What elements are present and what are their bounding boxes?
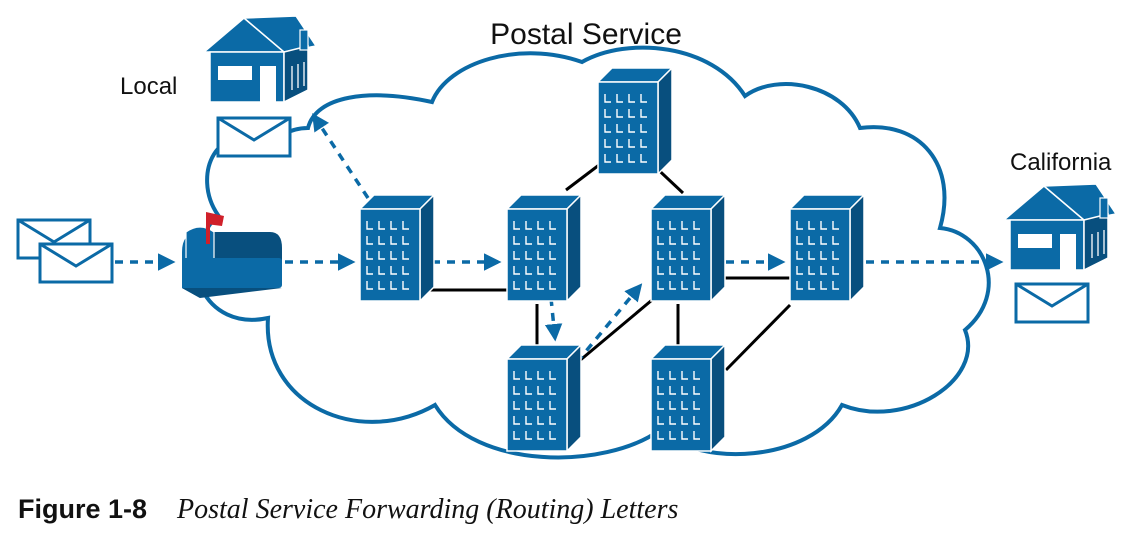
mailbox-icon: [182, 212, 282, 298]
building-icon: [506, 194, 582, 302]
house-icon: [1003, 183, 1117, 271]
diagram-title: Postal Service: [490, 18, 682, 51]
building-icon: [650, 194, 726, 302]
house-icon: [203, 15, 317, 103]
envelope-icon: [1014, 282, 1090, 324]
building-icon: [789, 194, 865, 302]
label-california: California: [1010, 149, 1112, 176]
label-local: Local: [120, 73, 177, 100]
envelope-icon: [38, 242, 114, 284]
figure-caption: Figure 1-8 Postal Service Forwarding (Ro…: [18, 494, 678, 526]
network-cloud: [194, 45, 991, 460]
building-icon: [359, 194, 435, 302]
envelope-icon: [216, 116, 292, 158]
figure-title: Postal Service Forwarding (Routing) Lett…: [177, 494, 679, 525]
building-icon: [597, 67, 673, 175]
postal-routing-diagram: Postal Service Local California: [16, 15, 1117, 460]
building-icon: [506, 344, 582, 452]
figure-number: Figure 1-8: [18, 494, 148, 524]
building-icon: [650, 344, 726, 452]
forwarding-path: [115, 113, 1004, 364]
